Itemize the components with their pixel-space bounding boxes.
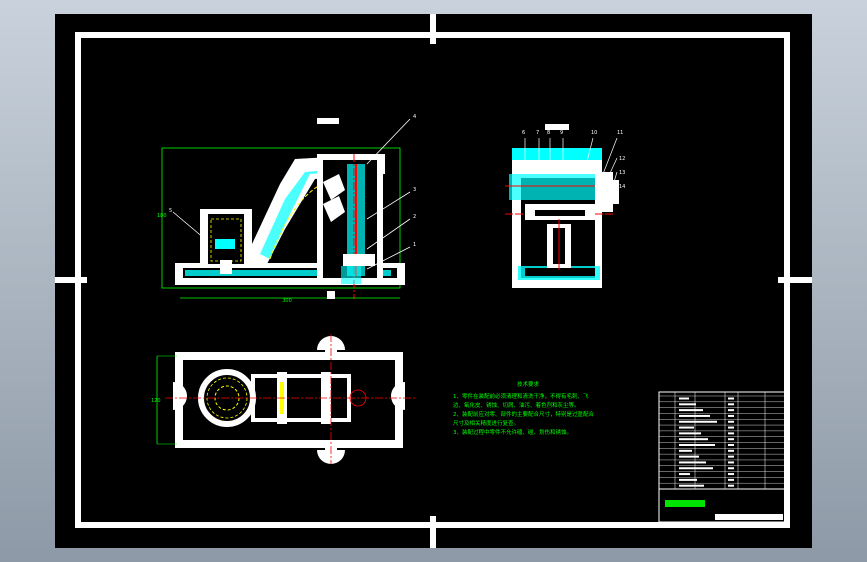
balloon-5: 5 xyxy=(169,208,172,214)
technical-notes: 技术要求 1、零件在装配前必须清理和清洗干净，不得有毛刺、飞 边、氧化皮、锈蚀、… xyxy=(453,380,595,436)
dim-width-label: 300 xyxy=(282,298,292,304)
top-view[interactable]: 120 xyxy=(151,334,415,464)
bom-row-qty xyxy=(728,473,734,476)
bom-row-qty xyxy=(728,432,734,435)
notes-line-2: 边、氧化皮、锈蚀、切屑、油污、着色剂和灰尘等。 xyxy=(453,401,580,409)
bom-row-text xyxy=(679,409,703,412)
bom-row-text xyxy=(679,455,699,458)
inclined-arm xyxy=(252,154,385,264)
balloon-6: 6 xyxy=(522,130,525,136)
bom-row-qty xyxy=(728,449,734,452)
bom-row-qty xyxy=(728,397,734,400)
bom-row-text xyxy=(679,473,690,476)
bom-row-qty xyxy=(728,478,734,481)
bom-row-qty xyxy=(728,438,734,441)
side-leaders xyxy=(524,137,618,201)
dim-height-label: 180 xyxy=(157,213,167,219)
balloon-8: 8 xyxy=(547,130,550,136)
bom-row-qty xyxy=(728,455,734,458)
bom-row-text xyxy=(679,420,717,423)
cad-drawing-viewport[interactable]: 300 180 4 3 2 1 5 xyxy=(55,14,812,548)
balloon-3: 3 xyxy=(413,187,416,193)
balloon-1: 1 xyxy=(413,242,416,248)
balloon-7: 7 xyxy=(536,130,539,136)
balloon-13: 13 xyxy=(619,170,625,176)
balloon-10: 10 xyxy=(591,130,597,136)
bom-row-qty xyxy=(728,420,734,423)
notes-line-5: 3、装配过程中零件不允许磕、碰、划伤和锈蚀。 xyxy=(453,428,572,436)
bom-row-text xyxy=(679,426,694,429)
notes-line-1: 1、零件在装配前必须清理和清洗干净，不得有毛刺、飞 xyxy=(453,392,589,400)
front-section-view[interactable]: 300 180 4 3 2 1 5 xyxy=(157,114,416,304)
bom-row-text xyxy=(679,484,704,487)
bom-row-text xyxy=(679,432,701,435)
title-block[interactable] xyxy=(658,391,786,523)
bom-row-text xyxy=(679,403,696,406)
balloon-2: 2 xyxy=(413,214,416,220)
bom-row-qty xyxy=(728,444,734,446)
dim-depth-label: 120 xyxy=(151,398,161,404)
bom-row-qty xyxy=(728,467,734,470)
side-section-view[interactable]: 6 7 8 9 10 11 12 13 14 xyxy=(505,124,625,288)
bom-row-qty xyxy=(728,409,734,412)
front-dimension-box xyxy=(161,147,401,289)
bom-row-text xyxy=(679,438,708,441)
bom-row-qty xyxy=(728,484,734,487)
balloon-4: 4 xyxy=(413,114,416,120)
bom-row-qty xyxy=(728,403,734,406)
bom-row-text xyxy=(679,414,710,417)
bom-row-text xyxy=(679,478,697,481)
notes-line-3: 2、装配前应对零、部件的主要配合尺寸，特别是过盈配合 xyxy=(453,410,595,418)
bom-row-text xyxy=(679,444,715,446)
drawing-frame xyxy=(55,14,812,548)
bom-row-qty xyxy=(728,414,734,417)
bom-row-text xyxy=(679,461,706,464)
balloon-11: 11 xyxy=(617,130,623,136)
bom-row-text xyxy=(679,449,692,452)
bom-row-qty xyxy=(728,426,734,429)
balloon-9: 9 xyxy=(560,130,563,136)
bom-row-text xyxy=(679,467,713,470)
cad-drawing-canvas[interactable]: 300 180 4 3 2 1 5 xyxy=(55,14,812,548)
balloon-12: 12 xyxy=(619,156,625,162)
bom-row-text xyxy=(679,397,689,400)
bom-row-qty xyxy=(728,461,734,464)
front-leaders xyxy=(172,118,411,270)
balloon-14: 14 xyxy=(619,184,625,190)
notes-title: 技术要求 xyxy=(517,380,540,388)
notes-line-4: 尺寸及相关精度进行复查。 xyxy=(453,419,519,427)
